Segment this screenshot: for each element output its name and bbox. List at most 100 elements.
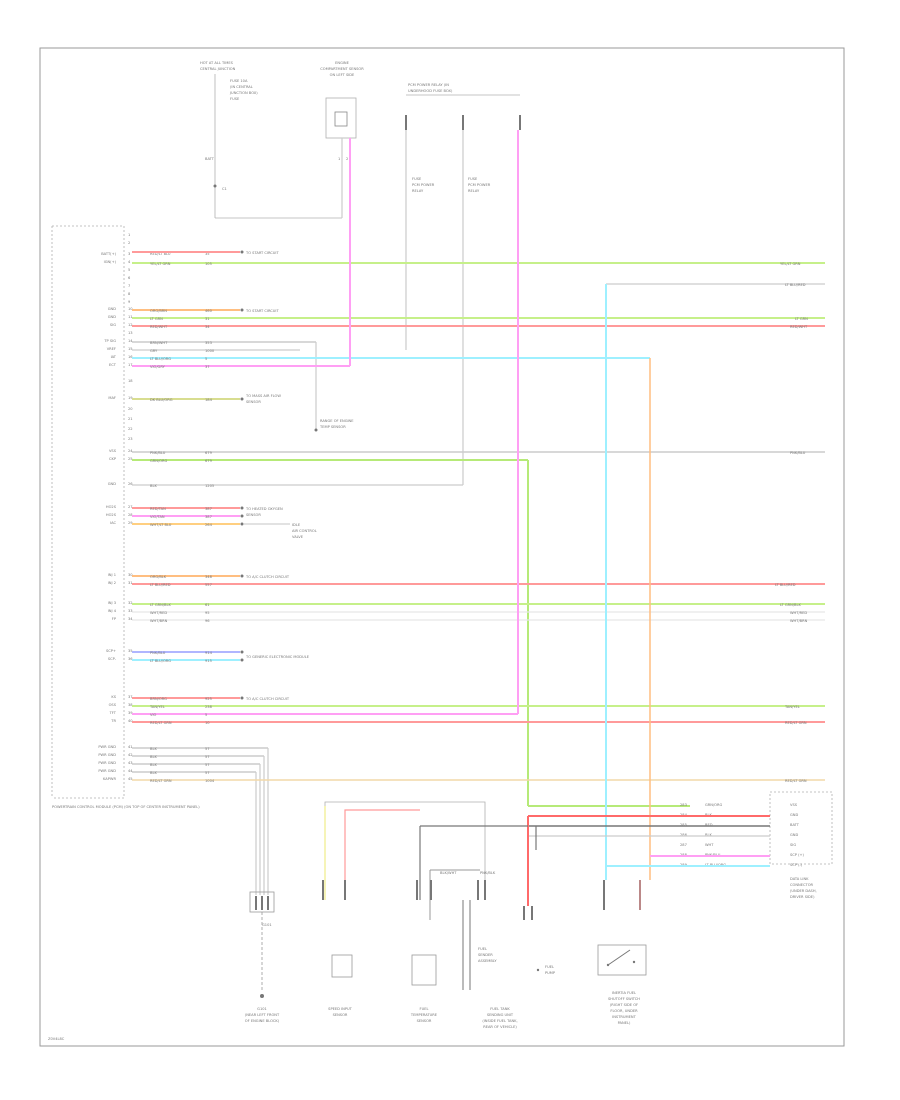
svg-text:238: 238: [205, 705, 213, 709]
svg-text:RED: RED: [705, 823, 713, 827]
svg-text:VIO/GRY: VIO/GRY: [150, 365, 166, 369]
svg-text:VREF: VREF: [107, 347, 116, 351]
pcm-power-relay: PCM POWER RELAY (IN UNDERHOOD FUSE BOX) …: [405, 83, 521, 485]
svg-text:FUEL: FUEL: [545, 965, 554, 969]
svg-text:679: 679: [205, 459, 213, 463]
inertia-switch: FUEL SENDER ASSEMBLY FUEL TANK SENDING U…: [462, 880, 556, 1029]
svg-text:679: 679: [205, 451, 213, 455]
svg-text:RANGE OF ENGINE: RANGE OF ENGINE: [320, 419, 354, 423]
svg-text:387: 387: [205, 507, 212, 511]
svg-text:35: 35: [205, 252, 210, 256]
svg-text:2: 2: [346, 157, 348, 161]
svg-text:8: 8: [128, 292, 131, 296]
svg-text:57: 57: [205, 755, 210, 759]
svg-text:PNK/BLU: PNK/BLU: [150, 451, 166, 455]
svg-text:AIR CONTROL: AIR CONTROL: [292, 529, 317, 533]
svg-text:TO A/C CLUTCH CIRCUIT: TO A/C CLUTCH CIRCUIT: [245, 575, 290, 579]
svg-text:PWR GND: PWR GND: [98, 753, 116, 757]
svg-text:TFT: TFT: [109, 711, 117, 715]
svg-text:287: 287: [680, 843, 687, 847]
svg-text:INJ 2: INJ 2: [108, 581, 116, 585]
svg-text:(IN CENTRAL: (IN CENTRAL: [230, 85, 253, 89]
svg-text:20: 20: [128, 407, 133, 411]
svg-text:SCP (-): SCP (-): [790, 863, 803, 867]
svg-text:348: 348: [205, 575, 213, 579]
svg-text:LT GRN/BLK: LT GRN/BLK: [150, 603, 171, 607]
svg-text:SENSOR: SENSOR: [246, 513, 261, 517]
svg-text:FUEL: FUEL: [478, 947, 487, 951]
svg-text:SENDER: SENDER: [478, 953, 493, 957]
svg-text:TO HEATED OXYGEN: TO HEATED OXYGEN: [245, 507, 283, 511]
svg-text:LT BLU/RED: LT BLU/RED: [150, 583, 171, 587]
svg-text:RED/LT BLU: RED/LT BLU: [150, 252, 171, 256]
svg-text:SCP+: SCP+: [106, 649, 116, 653]
svg-text:283: 283: [680, 803, 687, 807]
svg-text:RED/LT GRN: RED/LT GRN: [785, 721, 807, 725]
svg-text:24: 24: [128, 449, 133, 453]
svg-text:JUNCTION BOX): JUNCTION BOX): [229, 91, 258, 95]
svg-text:TEMPERATURE: TEMPERATURE: [410, 1013, 438, 1017]
svg-text:YEL/LT GRN: YEL/LT GRN: [150, 262, 171, 266]
svg-text:1000: 1000: [205, 349, 215, 353]
svg-text:GND: GND: [108, 307, 116, 311]
svg-text:914: 914: [205, 651, 213, 655]
svg-text:TR: TR: [110, 719, 116, 723]
svg-text:WHT: WHT: [705, 843, 714, 847]
svg-text:557: 557: [205, 583, 212, 587]
svg-text:6: 6: [128, 276, 131, 280]
svg-text:14: 14: [128, 339, 133, 343]
svg-text:11: 11: [128, 315, 133, 319]
svg-text:LT BLU/ORG: LT BLU/ORG: [150, 357, 171, 361]
svg-text:INSTRUMENT: INSTRUMENT: [612, 1015, 636, 1019]
svg-text:PUMP: PUMP: [545, 971, 556, 975]
svg-text:HOT AT ALL TIMES: HOT AT ALL TIMES: [200, 61, 234, 65]
svg-text:IAC: IAC: [110, 521, 116, 525]
svg-text:LT GRN/BLK: LT GRN/BLK: [780, 603, 801, 607]
svg-text:18: 18: [128, 379, 133, 383]
svg-text:FUSE: FUSE: [230, 97, 240, 101]
svg-text:VSS: VSS: [790, 803, 798, 807]
svg-text:ON LEFT SIDE: ON LEFT SIDE: [330, 73, 355, 77]
svg-text:37: 37: [205, 365, 210, 369]
svg-text:ORG/BRN: ORG/BRN: [150, 309, 167, 313]
fuel-pump-module: FUEL TEMPERATURE SENSOR BLK/WHT PNK/BLK: [410, 825, 528, 1023]
svg-text:PCM POWER: PCM POWER: [412, 183, 435, 187]
svg-text:460: 460: [205, 309, 213, 313]
svg-text:(NEAR LEFT FRONT: (NEAR LEFT FRONT: [245, 1013, 280, 1017]
svg-text:KAPWR: KAPWR: [103, 777, 116, 781]
svg-text:INJ 3: INJ 3: [108, 601, 116, 605]
svg-text:387: 387: [205, 515, 212, 519]
svg-text:VIO: VIO: [150, 713, 157, 717]
svg-text:OF ENGINE BLOCK): OF ENGINE BLOCK): [245, 1019, 280, 1023]
svg-text:GRN/ORG: GRN/ORG: [705, 803, 723, 807]
svg-text:15: 15: [128, 347, 133, 351]
svg-text:44: 44: [128, 769, 133, 773]
svg-text:1: 1: [338, 157, 340, 161]
svg-text:GND: GND: [108, 482, 116, 486]
svg-text:BLK: BLK: [150, 747, 157, 751]
svg-text:ECT: ECT: [109, 363, 117, 367]
svg-text:VSS: VSS: [109, 449, 117, 453]
svg-text:10: 10: [205, 721, 210, 725]
svg-text:TEMP SENSOR: TEMP SENSOR: [319, 425, 346, 429]
svg-text:BLK: BLK: [150, 755, 157, 759]
svg-text:43: 43: [128, 761, 133, 765]
svg-text:TO START CIRCUIT: TO START CIRCUIT: [245, 309, 279, 313]
svg-text:G101: G101: [262, 923, 272, 927]
svg-text:RED/TAN: RED/TAN: [150, 507, 166, 511]
svg-text:SENSOR: SENSOR: [417, 1019, 432, 1023]
svg-text:REAR OF VEHICLE): REAR OF VEHICLE): [483, 1025, 517, 1029]
svg-text:42: 42: [128, 753, 133, 757]
svg-text:33: 33: [128, 609, 133, 613]
output-shaft-speed-sensor: SPEED INPUT SENSOR: [322, 801, 486, 1017]
svg-text:16: 16: [128, 355, 133, 359]
svg-text:30: 30: [128, 573, 133, 577]
svg-text:FUSE: FUSE: [412, 177, 422, 181]
svg-text:GND: GND: [790, 833, 798, 837]
svg-text:39: 39: [128, 711, 133, 715]
svg-text:SHUTOFF SWITCH: SHUTOFF SWITCH: [608, 997, 640, 1001]
svg-text:KS: KS: [111, 695, 116, 699]
svg-text:BATT: BATT: [205, 157, 215, 161]
svg-text:285: 285: [680, 823, 687, 827]
footer-code: Z0V4L8C: [48, 1037, 65, 1041]
